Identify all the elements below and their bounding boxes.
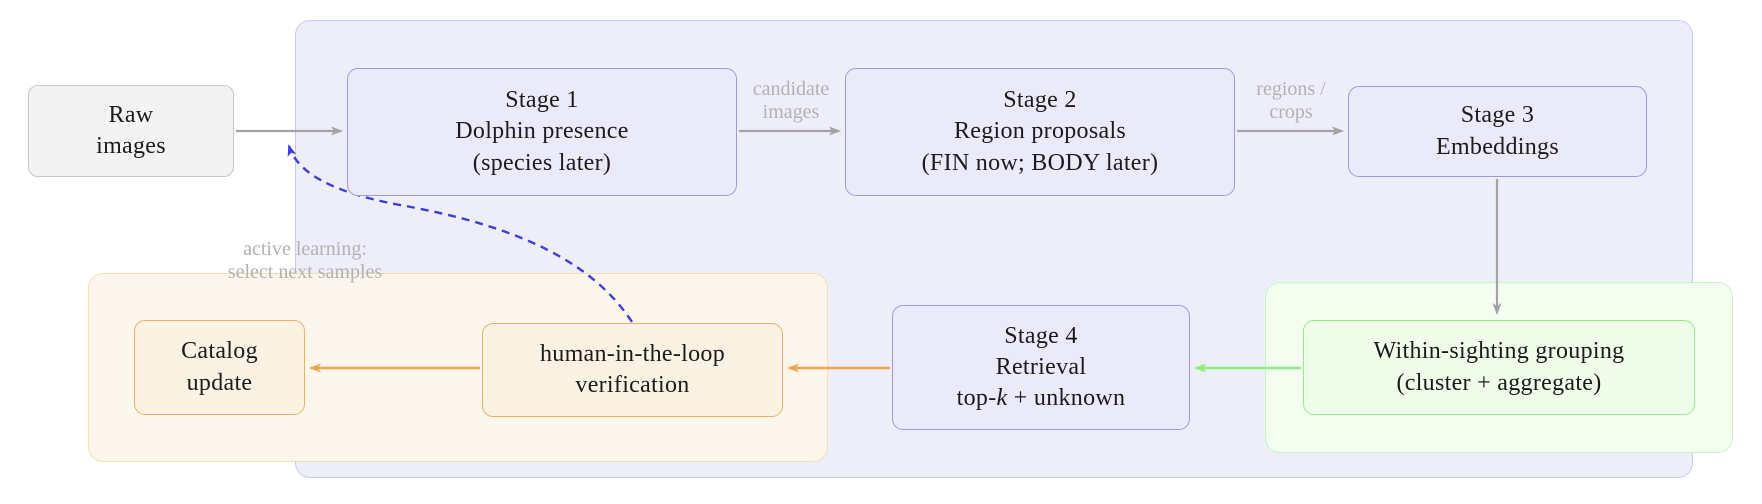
node-line: Stage 4 bbox=[1004, 322, 1078, 349]
node-line: Stage 3 bbox=[1460, 102, 1535, 129]
node-line: human-in-the-loop bbox=[539, 340, 726, 367]
node-catalog-update: Catalog update bbox=[134, 320, 305, 415]
node-line: top-k + unknown bbox=[956, 385, 1126, 412]
node-line: Catalog bbox=[181, 338, 258, 365]
node-line: Stage 1 bbox=[505, 87, 579, 114]
node-line: update bbox=[186, 369, 253, 396]
node-line: (FIN now; BODY later) bbox=[921, 149, 1159, 176]
node-line: Raw bbox=[108, 101, 154, 128]
node-raw-images: Raw images bbox=[28, 85, 234, 177]
node-stage2-region-proposals: Stage 2 Region proposals (FIN now; BODY … bbox=[845, 68, 1235, 196]
edge-label-regions-crops: regions / crops bbox=[1256, 78, 1326, 123]
node-line: verification bbox=[575, 372, 690, 398]
node-line: Stage 2 bbox=[1003, 87, 1077, 114]
edge-label-active-learning: active learning: select next samples bbox=[227, 238, 383, 283]
node-line: (cluster + aggregate) bbox=[1396, 369, 1602, 396]
node-within-sighting-grouping: Within-sighting grouping (cluster + aggr… bbox=[1303, 320, 1695, 415]
node-line: Retrieval bbox=[995, 353, 1087, 380]
node-line: Region proposals bbox=[953, 118, 1127, 145]
arrow-active-learning-feedback bbox=[287, 144, 634, 323]
node-human-in-the-loop-verification: human-in-the-loop verification bbox=[482, 323, 783, 417]
node-line: images bbox=[96, 133, 166, 159]
node-line: Dolphin presence bbox=[455, 118, 629, 145]
edge-label-candidate-images: candidate images bbox=[752, 78, 830, 123]
node-line: Embeddings bbox=[1436, 133, 1559, 160]
node-stage1-dolphin-presence: Stage 1 Dolphin presence (species later) bbox=[347, 68, 737, 196]
node-line: (species later) bbox=[472, 149, 612, 176]
node-line: Within-sighting grouping bbox=[1373, 338, 1625, 365]
node-stage3-embeddings: Stage 3 Embeddings bbox=[1348, 86, 1647, 177]
node-stage4-retrieval: Stage 4 Retrieval top-k + unknown bbox=[892, 305, 1190, 430]
